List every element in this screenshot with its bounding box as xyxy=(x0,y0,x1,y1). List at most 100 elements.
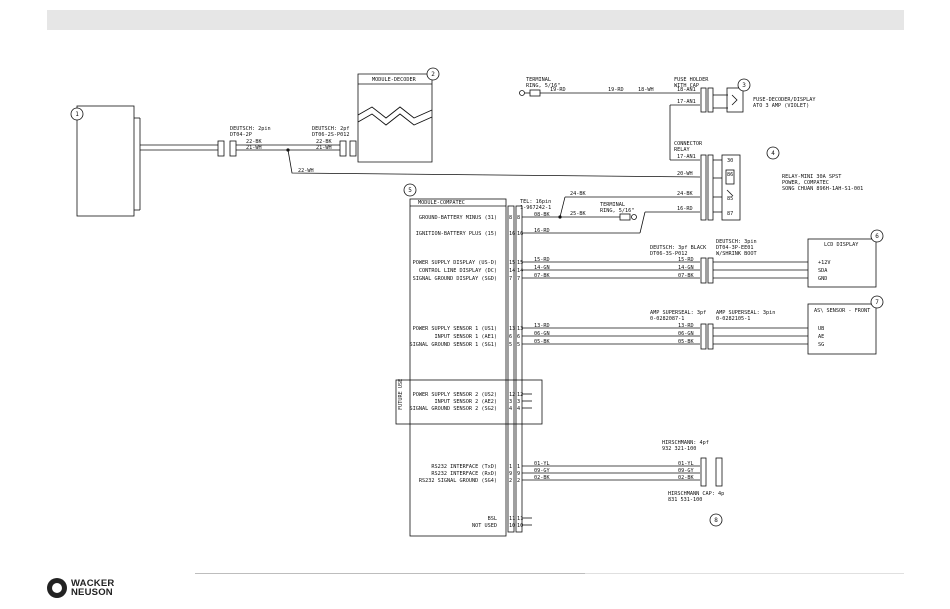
lcd-pin-gnd: GND xyxy=(818,276,827,282)
module-pin-label: RS232 SIGNAL GROUND (SG4) xyxy=(419,478,497,484)
module-pin-label: INPUT SENSOR 1 (AE1) xyxy=(435,334,497,340)
wire-19rd-b: 19-RD xyxy=(608,87,624,93)
deutsch-3pin-label-2: DT04-3P-EE01 xyxy=(716,245,753,251)
deutsch-2pin-label-2: DT04-2P xyxy=(230,132,252,138)
callout-4: 4 xyxy=(771,150,775,157)
wire-label: 14-GN xyxy=(678,265,694,271)
module-pin-number: 9 xyxy=(509,471,512,477)
hirschmann-label-1: HIRSCHMANN: 4pf xyxy=(662,440,709,446)
wire-label: 13-RD xyxy=(678,323,694,329)
sensor-pin-ae: AE xyxy=(818,334,824,340)
terminal-mid-label-1: TERMINAL xyxy=(600,202,625,208)
footer-line-light xyxy=(585,573,904,574)
tel-pin-number: 15 xyxy=(517,260,523,266)
wire-label: 15-RD xyxy=(678,257,694,263)
wire-label: 16-RD xyxy=(534,228,550,234)
module-pin-label: RS232 INTERFACE (RxD) xyxy=(431,471,497,477)
lcd-display-label: LCD DISPLAY xyxy=(824,242,859,248)
wire-label: 08-BK xyxy=(534,212,550,218)
callout-5: 5 xyxy=(408,187,412,194)
connector-relay-label-2: RELAY xyxy=(674,147,690,153)
wire-19rd: 19-RD xyxy=(550,87,566,93)
module-pin-number: 16 xyxy=(509,231,515,237)
module-pin-number: 5 xyxy=(509,342,512,348)
module-pin-number: 11 xyxy=(509,516,515,522)
module-pin-number: 14 xyxy=(509,268,515,274)
tel-label-1: TEL: 16pin xyxy=(520,199,551,205)
tel-pin-number: 9 xyxy=(517,471,520,477)
module-pin-label: SIGNAL GROUND SENSOR 1 (SG1) xyxy=(410,342,497,348)
module-pin-label: POWER SUPPLY SENSOR 1 (US1) xyxy=(413,326,497,332)
tel-label-2: 1-967242-1 xyxy=(520,205,551,211)
module-pin-label: NOT USED xyxy=(472,523,497,529)
wire-16rd: 16-RD xyxy=(677,206,693,212)
sensor-pin-ub: UB xyxy=(818,326,824,332)
wire-label: 13-RD xyxy=(534,323,550,329)
wire-18wh: 18-WH xyxy=(638,87,654,93)
wire-label: 07-BK xyxy=(534,273,550,279)
module-pin-number: 10 xyxy=(509,523,515,529)
amp-3pf-label-1: AMP SUPERSEAL: 3pf xyxy=(650,310,706,316)
amp-3pf-label-2: 0-0282087-1 xyxy=(650,316,684,322)
wire-22bk: 22-BK xyxy=(246,139,262,145)
footer-line xyxy=(195,573,585,574)
future-use-label: FUTURE USE xyxy=(398,379,404,410)
wire-21wh-b: 21-WH xyxy=(316,145,332,151)
relay-label-2: POWER, COMPATEC xyxy=(782,180,829,186)
tel-pin-number: 11 xyxy=(517,516,523,522)
deutsch-2pin-socket xyxy=(229,140,237,157)
wire-label: 02-BK xyxy=(534,475,550,481)
lcd-display-box xyxy=(807,238,877,288)
module-pin-number: 12 xyxy=(509,392,515,398)
wire-label: 06-GN xyxy=(534,331,550,337)
relay-pin-86: 86 xyxy=(727,172,733,178)
wire-label: 01-YL xyxy=(678,461,694,467)
terminal-top-label-1: TERMINAL xyxy=(526,77,551,83)
deutsch-2pin-plug xyxy=(217,140,225,157)
module-pin-label: INPUT SENSOR 2 (AE2) xyxy=(435,399,497,405)
tel-pin-number: 14 xyxy=(517,268,523,274)
tel-pin-number: 7 xyxy=(517,276,520,282)
deutsch-3pin-label-1: DEUTSCH: 3pin xyxy=(716,239,757,245)
wire-17an-b: 17-AN1 xyxy=(677,154,696,160)
deutsch-2pf-plug xyxy=(339,140,347,157)
deutsch-2pf-socket xyxy=(349,140,357,157)
hirschmann-cap-label-2: 831 531-100 xyxy=(668,497,702,503)
module-decoder-label: MODULE-DECODER xyxy=(372,77,417,83)
wire-label: 05-BK xyxy=(534,339,550,345)
module-decoder-box xyxy=(357,73,433,163)
fuse-label-1: FUSE-DECODER/DISPLAY xyxy=(753,97,816,103)
module-pin-number: 8 xyxy=(509,215,512,221)
sensor-pin-sg: SG xyxy=(818,342,824,348)
module-pin-label: CONTROL LINE DISPLAY (DC) xyxy=(419,268,497,274)
deutsch-3pin-label-3: W/SHRINK BOOT xyxy=(716,251,757,257)
terminal-mid-label-2: RING, 5/16" xyxy=(600,208,634,214)
header-bar xyxy=(47,10,904,30)
module-pin-label: POWER SUPPLY SENSOR 2 (US2) xyxy=(413,392,497,398)
wire-label: 01-YL xyxy=(534,461,550,467)
brand-logo-icon xyxy=(47,578,67,598)
relay-pin-85: 85 xyxy=(727,196,733,202)
deutsch-3pf-label-2: DT06-3S-P012 xyxy=(650,251,687,257)
hirschmann-label-2: 932 321-100 xyxy=(662,446,696,452)
module-pin-label: SIGNAL GROUND DISPLAY (SGD) xyxy=(413,276,497,282)
tel-pin-number: 13 xyxy=(517,326,523,332)
tel-pin-number: 4 xyxy=(517,406,520,412)
module-pin-number: 13 xyxy=(509,326,515,332)
callout-8: 8 xyxy=(714,517,718,524)
hirschmann-cap-label-1: HIRSCHMANN CAP: 4p xyxy=(668,491,724,497)
tel-pin-number: 5 xyxy=(517,342,520,348)
module-pin-label: SIGNAL GROUND SENSOR 2 (SG2) xyxy=(410,406,497,412)
amp-3pin-label-2: 0-0282105-1 xyxy=(716,316,750,322)
relay-pin-87: 87 xyxy=(727,211,733,217)
callout-3: 3 xyxy=(742,82,746,89)
relay-pin-30: 30 xyxy=(727,158,733,164)
module-pin-label: BSL xyxy=(488,516,497,522)
callout-7: 7 xyxy=(875,299,879,306)
lcd-pin-12v: +12V xyxy=(818,260,831,266)
module-pin-number: 1 xyxy=(509,464,512,470)
wire-label: 09-GY xyxy=(534,468,550,474)
wire-22bk-b: 22-BK xyxy=(316,139,332,145)
amp-3pin-label-1: AMP SUPERSEAL: 3pin xyxy=(716,310,775,316)
